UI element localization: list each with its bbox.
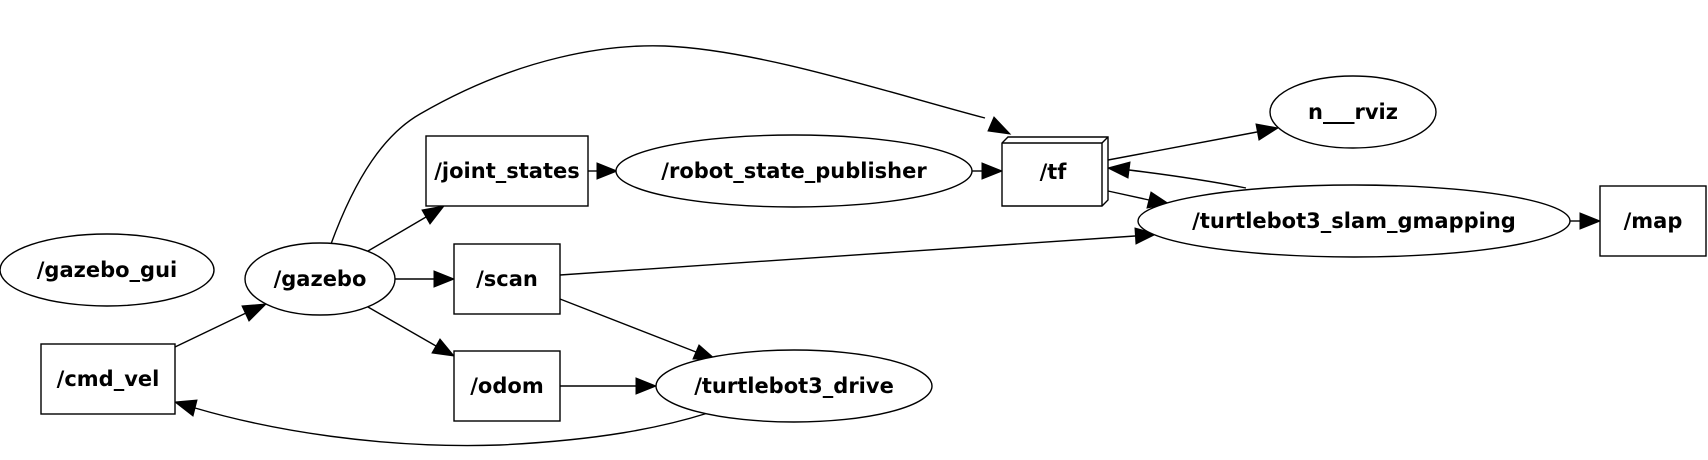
- edge-gazebo-to-joint-states: [367, 205, 446, 252]
- node-gazebo-gui[interactable]: /gazebo_gui: [0, 233, 215, 307]
- nodes: /gazebo_gui /cmd_vel /gazebo /joint_stat…: [0, 75, 1707, 423]
- node-odom-label: /odom: [470, 374, 543, 398]
- edge-joint-states-to-robot-state-publisher: [588, 162, 619, 180]
- edge-gazebo-to-odom: [367, 306, 456, 357]
- edge-slam-gmapping-to-map: [1570, 212, 1602, 230]
- edge-gazebo-to-scan: [395, 270, 456, 288]
- node-joint-states[interactable]: /joint_states: [425, 135, 589, 207]
- node-rviz-label: n___rviz: [1308, 100, 1398, 124]
- node-joint-states-label: /joint_states: [434, 159, 579, 183]
- node-gazebo-label: /gazebo: [274, 267, 367, 291]
- node-turtlebot3-drive-label: /turtlebot3_drive: [694, 374, 894, 398]
- edge-gazebo-to-tf: [330, 45, 1012, 245]
- node-turtlebot3-slam-gmapping-label: /turtlebot3_slam_gmapping: [1192, 209, 1516, 233]
- edge-odom-to-turtlebot3-drive: [560, 377, 658, 395]
- edge-turtlebot3-drive-to-cmd-vel: [173, 399, 709, 447]
- node-turtlebot3-slam-gmapping[interactable]: /turtlebot3_slam_gmapping: [1137, 184, 1571, 258]
- node-robot-state-publisher[interactable]: /robot_state_publisher: [615, 134, 973, 208]
- node-gazebo-gui-label: /gazebo_gui: [37, 258, 177, 282]
- node-gazebo[interactable]: /gazebo: [244, 242, 396, 316]
- node-cmd-vel[interactable]: /cmd_vel: [40, 343, 176, 415]
- node-map-label: /map: [1624, 209, 1683, 233]
- node-map[interactable]: /map: [1599, 185, 1707, 257]
- node-scan-label: /scan: [476, 267, 538, 291]
- edges: [173, 45, 1602, 447]
- edge-robot-state-publisher-to-tf: [972, 162, 1004, 180]
- node-robot-state-publisher-label: /robot_state_publisher: [661, 159, 927, 183]
- edge-scan-to-slam-gmapping: [559, 227, 1158, 276]
- edge-scan-to-turtlebot3-drive: [559, 298, 717, 360]
- node-tf-label: /tf: [1040, 160, 1068, 184]
- node-tf[interactable]: /tf: [1001, 136, 1109, 207]
- node-turtlebot3-drive[interactable]: /turtlebot3_drive: [655, 349, 933, 423]
- edge-slam-gmapping-to-tf: [1106, 161, 1247, 189]
- node-rviz[interactable]: n___rviz: [1269, 75, 1437, 149]
- edge-cmd-vel-to-gazebo: [174, 303, 268, 348]
- node-cmd-vel-label: /cmd_vel: [57, 367, 160, 391]
- node-scan[interactable]: /scan: [453, 243, 561, 315]
- node-odom[interactable]: /odom: [453, 350, 561, 422]
- edge-tf-to-rviz: [1107, 123, 1280, 161]
